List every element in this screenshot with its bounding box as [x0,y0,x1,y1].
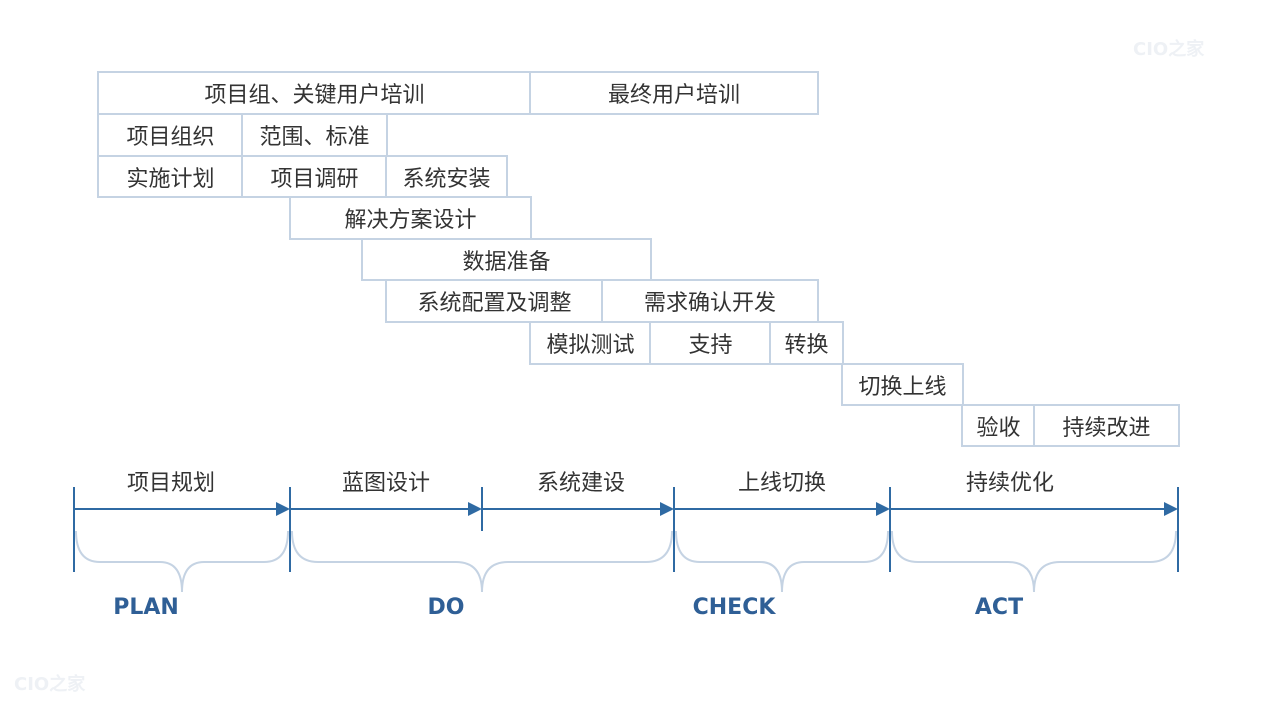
pdca-check: CHECK [692,595,776,620]
task-key-user-training: 项目组、关键用户培训 [97,71,532,115]
arrow-5-head [1164,502,1178,516]
pdca-do: DO [427,595,465,620]
task-solution-design: 解决方案设计 [289,196,532,240]
pdca-act: ACT [974,595,1024,620]
arrow-3-head [660,502,674,516]
task-system-config: 系统配置及调整 [385,279,604,323]
pdca-braces [75,530,1177,593]
brace-check [675,530,889,593]
arrow-2-head [468,502,482,516]
brace-do [291,530,673,593]
phase-optimize: 持续优化 [965,471,1054,496]
task-data-prep: 数据准备 [361,238,652,281]
task-scope-standard: 范围、标准 [241,113,388,157]
arrow-4-head [876,502,890,516]
timeline-end-ticks [73,531,1179,572]
brace-act [891,530,1177,593]
task-impl-plan: 实施计划 [97,155,244,198]
watermark-bottom: CIO之家 [14,674,86,695]
phase-build: 系统建设 [536,471,625,496]
task-continuous-improve: 持续改进 [1033,404,1180,447]
brace-plan [75,530,289,593]
task-go-live-switch: 切换上线 [841,363,964,406]
phase-blueprint: 蓝图设计 [341,471,430,496]
timeline-arrows [74,502,1178,516]
phase-go-live: 上线切换 [737,471,826,496]
task-end-user-training: 最终用户培训 [529,71,819,115]
task-req-confirm-dev: 需求确认开发 [601,279,819,323]
phase-planning: 项目规划 [126,471,215,496]
watermark-top: CIO之家 [1133,39,1205,60]
pdca-plan: PLAN [113,595,179,620]
task-project-research: 项目调研 [241,155,388,198]
task-system-install: 系统安装 [385,155,508,198]
arrow-1-head [276,502,290,516]
task-conversion: 转换 [769,321,844,365]
task-acceptance: 验收 [961,404,1036,447]
